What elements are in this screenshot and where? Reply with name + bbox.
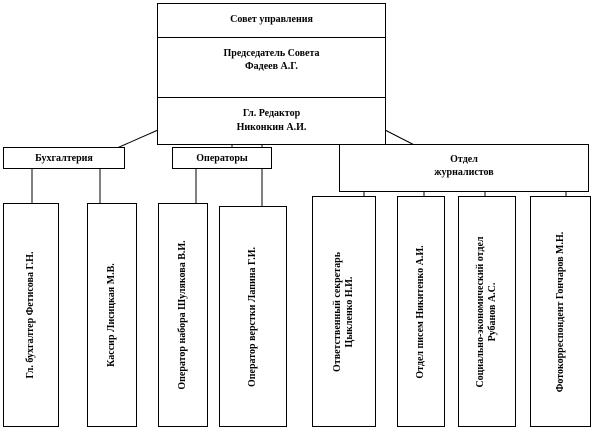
editor-name: Никонкин А.И.	[236, 122, 307, 133]
socio-dept-label-2: Рубанов А.С.	[487, 282, 498, 341]
secretary-label-2: Цыкленко Н.И.	[344, 276, 355, 347]
editor-title: Гл. Редактор	[242, 108, 301, 119]
chief-accountant-label: Гл. бухгалтер Фетисова Г.Н.	[25, 251, 36, 379]
letters-dept-label: Отдел писем Никитенко А.И.	[415, 244, 426, 379]
cashier-box: Кассир Лисицкая М.В.	[87, 203, 137, 427]
journalists-box: Отдел журналистов	[339, 144, 589, 192]
accounting-box: Бухгалтерия	[3, 147, 125, 169]
socio-dept-label: Социально-экономический отдел Рубанов А.…	[475, 236, 499, 387]
typing-operator-label: Оператор набора Шулякова В.И.	[177, 240, 188, 390]
secretary-label-1: Ответственный секретарь	[332, 251, 343, 372]
typing-operator-box: Оператор набора Шулякова В.И.	[158, 203, 208, 427]
photo-correspondent-box: Фотокорреспондент Гончаров М.Н.	[530, 196, 591, 427]
operators-label: Операторы	[196, 153, 248, 164]
layout-operator-box: Оператор верстки Лапина Г.И.	[219, 206, 287, 427]
socio-dept-box: Социально-экономический отдел Рубанов А.…	[458, 196, 516, 427]
secretary-label: Ответственный секретарь Цыкленко Н.И.	[332, 252, 356, 372]
council-title: Совет управления	[230, 14, 313, 25]
secretary-box: Ответственный секретарь Цыкленко Н.И.	[312, 196, 376, 427]
letters-dept-box: Отдел писем Никитенко А.И.	[397, 196, 445, 427]
accounting-label: Бухгалтерия	[35, 153, 93, 164]
photo-correspondent-label: Фотокорреспондент Гончаров М.Н.	[554, 231, 566, 392]
layout-operator-label: Оператор верстки Лапина Г.И.	[247, 246, 258, 387]
council-box: Совет управления Председатель Совета Фад…	[157, 3, 386, 145]
journalists-label-1: Отдел	[450, 154, 478, 165]
socio-dept-label-1: Социально-экономический отдел	[475, 235, 486, 388]
journalists-label-2: журналистов	[434, 167, 494, 178]
operators-box: Операторы	[172, 147, 272, 169]
chair-title: Председатель Совета	[223, 48, 320, 59]
chair-name: Фадеев А.Г.	[245, 61, 298, 72]
chief-accountant-box: Гл. бухгалтер Фетисова Г.Н.	[3, 203, 59, 427]
cashier-label: Кассир Лисицкая М.В.	[106, 263, 117, 367]
